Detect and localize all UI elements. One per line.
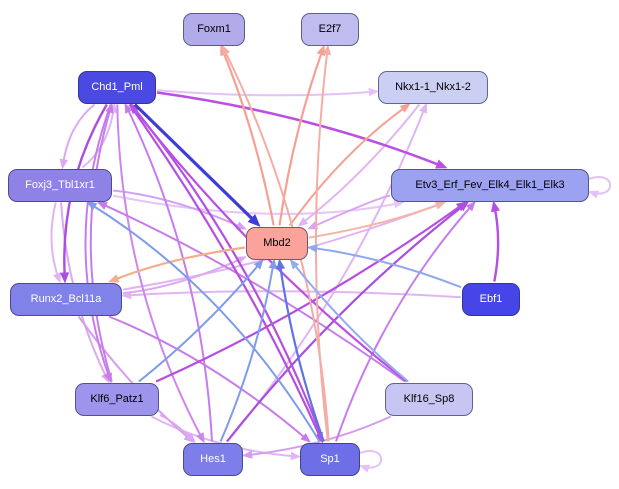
edge-Chd1_Pml-Etv3	[156, 91, 448, 169]
arrowhead	[399, 103, 411, 113]
edge-Chd1_Pml-Klf6_Patz1	[84, 104, 112, 384]
arrowhead	[322, 44, 332, 56]
node-Nkx1[interactable]: Nkx1-1_Nkx1-2	[378, 70, 488, 104]
arrowhead	[290, 451, 301, 461]
edge-Sp1-Etv3	[335, 201, 476, 442]
node-Foxm1[interactable]: Foxm1	[183, 12, 245, 46]
arrowhead	[359, 464, 371, 473]
node-Runx2_Bcl11a[interactable]: Runx2_Bcl11a	[10, 282, 122, 316]
node-Klf6_Patz1[interactable]: Klf6_Patz1	[75, 382, 159, 416]
edge-Ebf1-Runx2_Bcl11a	[121, 290, 462, 300]
arrowhead	[59, 158, 68, 170]
arrowhead	[108, 274, 120, 283]
edge-Klf6_Patz1-Chd1_Pml	[89, 102, 114, 382]
arrowhead	[247, 214, 261, 227]
arrowhead	[185, 432, 196, 443]
edge-Mbd2-Runx2_Bcl11a	[108, 246, 246, 283]
edge-Chd1_Pml-Nkx1	[156, 87, 379, 97]
node-Chd1_Pml[interactable]: Chd1_Pml	[78, 70, 156, 104]
edge-Sp1-Mbd2	[276, 258, 325, 442]
edge-Foxj3_Tbl1xr1-Etv3	[112, 194, 405, 215]
edge-Sp1-Foxj3_Tbl1xr1	[86, 201, 321, 443]
arrowhead	[458, 201, 470, 212]
node-Mbd2[interactable]: Mbd2	[246, 226, 308, 260]
edge-Hes1-Mbd2	[219, 258, 277, 442]
edge-Mbd2-Nkx1	[288, 103, 411, 227]
node-Foxj3_Tbl1xr1[interactable]: Foxj3_Tbl1xr1	[8, 168, 112, 202]
arrowhead	[316, 44, 325, 57]
edge-Sp1-Sp1	[359, 450, 383, 473]
edge-Ebf1-Mbd2	[307, 244, 462, 289]
arrowhead	[105, 102, 114, 114]
edge-Etv3-Etv3	[588, 176, 612, 199]
arrowhead	[465, 201, 476, 212]
arrowhead	[300, 433, 311, 443]
arrowhead	[242, 450, 253, 459]
edge-Chd1_Pml-Hes1	[116, 104, 205, 444]
edge-Hes1-Chd1_Pml	[124, 102, 213, 442]
edge-Klf6_Patz1-Mbd2	[138, 259, 264, 383]
arrowhead	[129, 102, 140, 114]
edge-Foxj3_Tbl1xr1-Runx2_Bcl11a	[50, 202, 61, 284]
arrowhead	[96, 201, 108, 210]
edge-Chd1_Pml-Mbd2	[133, 103, 261, 227]
arrowhead	[393, 200, 405, 209]
arrowhead	[124, 102, 133, 114]
arrowhead	[307, 244, 318, 253]
node-Sp1[interactable]: Sp1	[300, 442, 360, 476]
node-Klf16_Sp8[interactable]: Klf16_Sp8	[385, 382, 473, 416]
arrowhead	[86, 201, 98, 211]
node-Etv3[interactable]: Etv3_Erf_Fev_Elk4_Elk1_Elk3	[391, 168, 589, 202]
edge-Mbd2-E2f7	[278, 44, 325, 226]
arrowhead	[196, 432, 205, 444]
node-Ebf1[interactable]: Ebf1	[462, 282, 520, 316]
arrowhead	[59, 272, 70, 284]
edge-Foxj3_Tbl1xr1-Mbd2	[112, 189, 247, 230]
arrowhead	[491, 200, 500, 213]
edge-Runx2_Bcl11a-Sp1	[108, 315, 311, 443]
edge-Hes1-Etv3	[226, 201, 470, 443]
arrowhead	[289, 258, 300, 270]
arrowhead	[588, 190, 600, 199]
arrowhead	[53, 272, 61, 284]
edge-Mbd2-Foxm1	[220, 44, 275, 226]
edge-Klf16_Sp8-Mbd2	[289, 258, 409, 383]
edge-Chd1_Pml-Foxj3_Tbl1xr1	[59, 103, 96, 170]
edge-Klf6_Patz1-Hes1	[159, 414, 196, 443]
edge-Ebf1-Etv3	[491, 200, 500, 282]
edge-Sp1-E2f7	[314, 44, 332, 442]
edge-Klf16_Sp8-Foxj3_Tbl1xr1	[96, 201, 406, 383]
arrowhead	[435, 159, 448, 169]
arrowhead	[368, 87, 379, 97]
arrowhead	[253, 259, 264, 270]
arrowhead	[419, 102, 427, 114]
arrowhead	[435, 201, 447, 210]
node-Hes1[interactable]: Hes1	[183, 442, 243, 476]
arrowhead	[276, 258, 286, 270]
arrowhead	[297, 217, 309, 227]
node-E2f7[interactable]: E2f7	[301, 12, 359, 46]
edge-Mbd2-Etv3	[308, 201, 447, 239]
arrowhead	[221, 44, 231, 56]
arrowhead	[268, 258, 277, 270]
